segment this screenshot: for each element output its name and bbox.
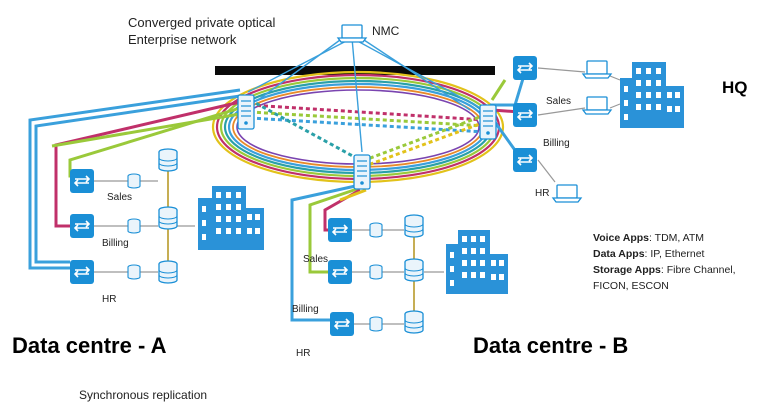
storage-icon [369,222,383,238]
dc-b-hr-label: HR [296,348,311,359]
data-apps-line: Data Apps: IP, Ethernet [593,248,705,260]
replication-label: Synchronous replication [79,388,208,402]
nmc-laptop-icon [337,24,367,43]
title-line-2: Enterprise network [128,32,237,47]
switch-icon [512,55,538,81]
building-icon [620,62,684,128]
dc-a-sales-label: Sales [107,192,133,203]
storage-icon [127,264,141,280]
storage-array-icon [404,310,424,334]
storage-icon [369,316,383,332]
hq-label: HQ [722,78,748,97]
storage-apps-line-2: FICON, ESCON [593,280,669,292]
storage-icon [369,264,383,280]
laptop-icon [552,184,582,203]
switch-icon [327,259,353,285]
dc-b-access-links [290,183,367,322]
storage-array-icon [404,214,424,238]
dc-b-site [327,214,508,337]
hq-sales-label: Sales [546,96,572,107]
dc-b-sales-label: Sales [303,254,329,265]
storage-array-icon [404,258,424,282]
core-node-left [237,94,255,130]
building-icon [446,230,508,294]
hq-billing-label: Billing [543,138,570,149]
switch-icon [329,311,355,337]
switch-icon [327,217,353,243]
voice-apps-line: Voice Apps: TDM, ATM [593,232,705,244]
network-title: Converged private optical Enterprise net… [128,14,275,48]
dc-b-billing-label: Billing [292,304,319,315]
hq-hr-label: HR [535,188,550,199]
core-node-bottom [353,154,371,190]
apps-legend: Voice Apps: TDM, ATM Data Apps: IP, Ethe… [593,230,736,294]
core-node-right [479,104,497,140]
storage-apps-line: Storage Apps: Fibre Channel, [593,264,736,276]
switch-icon [69,213,95,239]
nmc-label: NMC [372,24,400,38]
storage-icon [127,218,141,234]
dc-a-site [69,148,264,285]
laptop-icon [582,96,612,115]
laptop-icon [582,60,612,79]
dc-a-hr-label: HR [102,294,117,305]
storage-array-icon [158,260,178,284]
hq-site [512,55,684,203]
title-line-1: Converged private optical [128,15,276,30]
dc-a-label: Data centre - A [12,333,167,358]
switch-icon [512,147,538,173]
storage-array-icon [158,206,178,230]
dc-b-label: Data centre - B [473,333,629,358]
nmc-links [247,37,485,153]
dc-a-billing-label: Billing [102,238,129,249]
switch-icon [69,259,95,285]
storage-icon [127,173,141,189]
storage-array-icon [158,148,178,172]
switch-icon [512,102,538,128]
building-icon [198,186,264,250]
switch-icon [69,168,95,194]
